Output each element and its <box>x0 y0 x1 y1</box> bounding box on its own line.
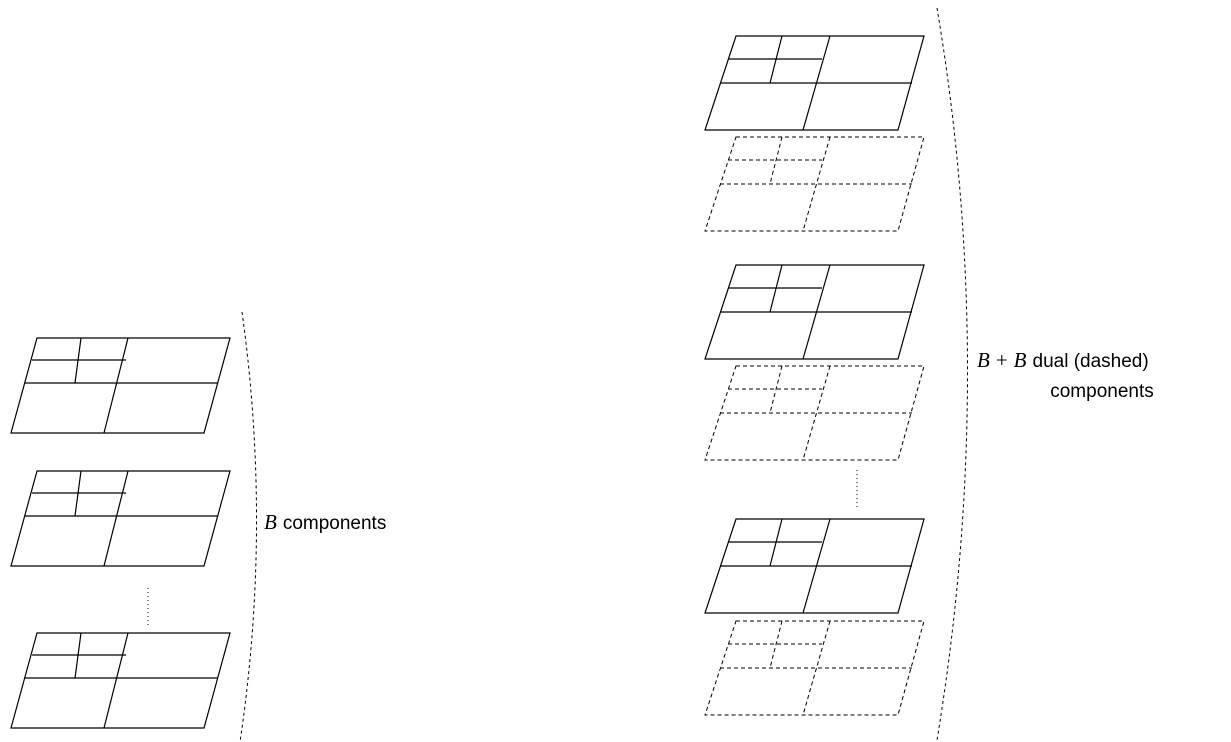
left-component-1 <box>10 337 231 434</box>
right-component-1 <box>704 35 925 131</box>
right-component-2 <box>704 264 925 360</box>
left-brace-arc <box>239 311 258 742</box>
right-dual-component-2 <box>704 365 925 461</box>
right-group-label-line2: components <box>1050 381 1154 402</box>
right-label-text-2: components <box>1050 381 1154 402</box>
right-component-3 <box>704 518 925 614</box>
left-component-3 <box>10 632 231 729</box>
right-label-plus: + <box>996 348 1008 372</box>
right-dual-component-3 <box>704 620 925 716</box>
left-component-2 <box>10 470 231 567</box>
right-label-text-1: dual (dashed) <box>1033 351 1149 372</box>
right-dual-component-1 <box>704 136 925 232</box>
right-label-symbol-2: B <box>1014 348 1027 372</box>
left-label-symbol: B <box>264 510 277 534</box>
right-brace-arc <box>936 7 968 741</box>
right-label-symbol-1: B <box>977 348 990 372</box>
left-label-text: components <box>283 513 387 534</box>
